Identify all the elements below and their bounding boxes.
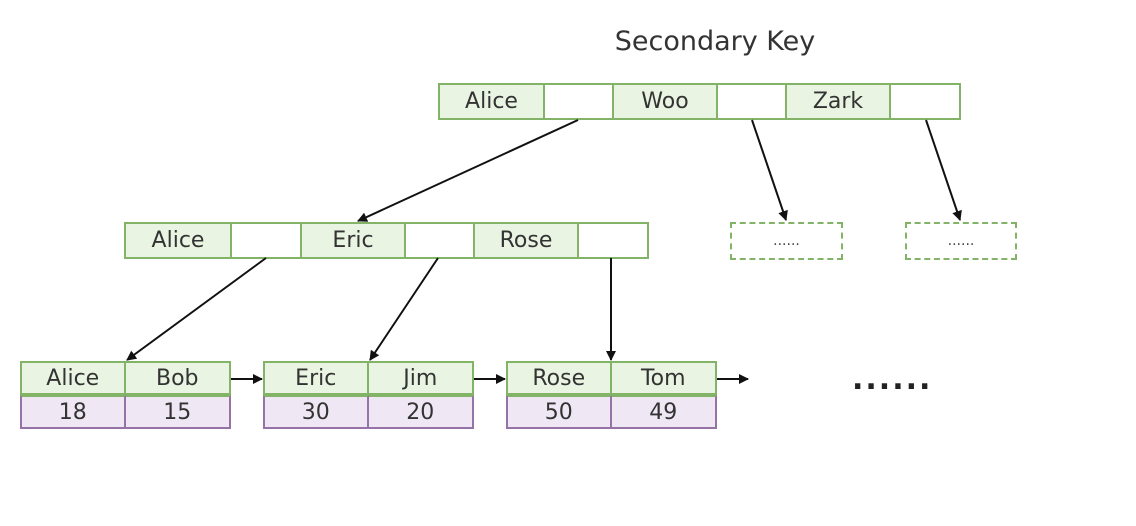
leaf-value: 18 [20, 395, 126, 429]
arrow-internal-to-leaf-2 [369, 257, 439, 361]
leaf-key: Alice [20, 361, 126, 395]
internal-pointer-1 [232, 224, 302, 257]
leaf-value: 49 [611, 395, 717, 429]
internal-node: Alice Eric Rose [124, 222, 649, 259]
root-pointer-2 [718, 85, 787, 118]
leaf-key: Rose [506, 361, 612, 395]
diagram-title: Secondary Key [614, 26, 816, 57]
arrow-root-to-placeholder-2 [925, 119, 962, 221]
leaf-value: 30 [263, 395, 369, 429]
leaf-value: 15 [125, 395, 231, 429]
root-key-3: Zark [787, 85, 891, 118]
arrow-root-to-internal [357, 119, 579, 222]
leaf-key: Jim [368, 361, 474, 395]
leaf-value: 50 [506, 395, 612, 429]
internal-key-3: Rose [475, 224, 579, 257]
arrow-internal-to-leaf-1 [126, 257, 267, 361]
root-node: Alice Woo Zark [438, 83, 961, 120]
root-pointer-1 [545, 85, 614, 118]
internal-pointer-3 [579, 224, 647, 257]
leaf-node-2: Eric Jim 30 20 [263, 361, 474, 431]
leaf-value: 20 [368, 395, 474, 429]
placeholder-node-2: ...... [905, 222, 1017, 260]
leaf-key: Eric [263, 361, 369, 395]
leaf-key: Bob [125, 361, 231, 395]
leaf-node-1: Alice Bob 18 15 [20, 361, 231, 431]
root-key-1: Alice [440, 85, 545, 118]
internal-pointer-2 [406, 224, 475, 257]
leaf-key: Tom [611, 361, 717, 395]
placeholder-node-1: ...... [730, 222, 843, 260]
leaf-node-3: Rose Tom 50 49 [506, 361, 717, 431]
internal-key-2: Eric [302, 224, 406, 257]
arrow-root-to-placeholder-1 [751, 119, 788, 221]
root-pointer-3 [891, 85, 959, 118]
internal-key-1: Alice [126, 224, 232, 257]
more-ellipsis: ...... [852, 362, 933, 397]
root-key-2: Woo [614, 85, 718, 118]
